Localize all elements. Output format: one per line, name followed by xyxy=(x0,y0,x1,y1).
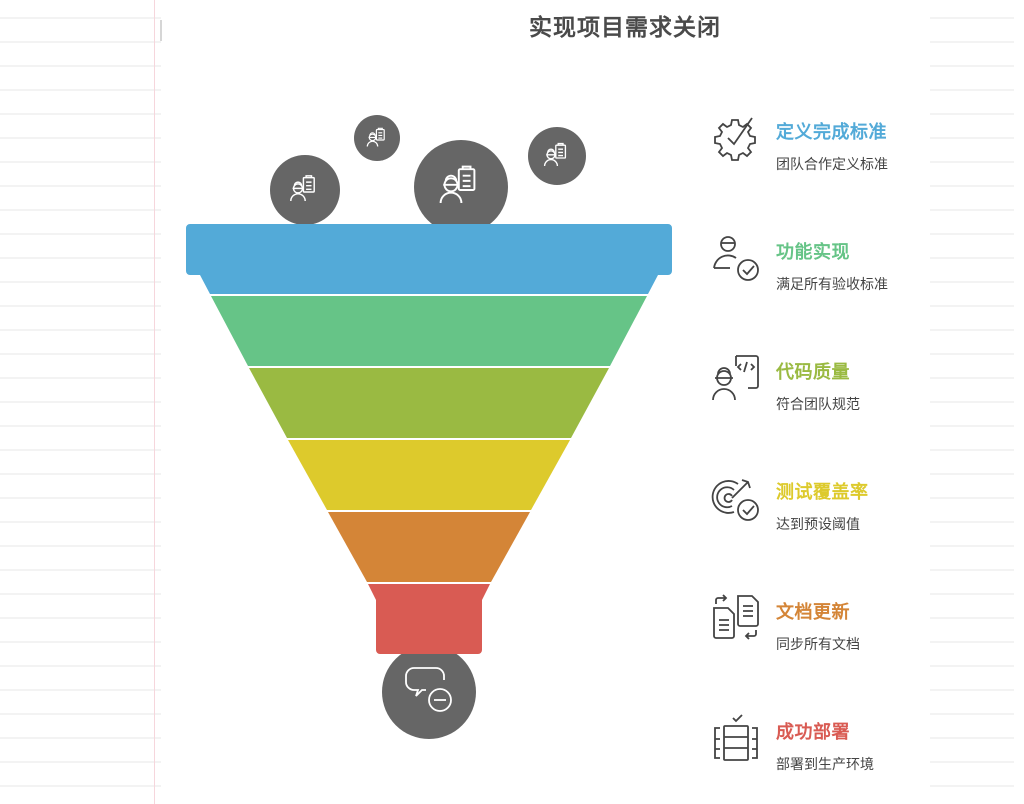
bubble-worker-4 xyxy=(528,127,586,185)
step-label: 功能实现 xyxy=(776,242,850,263)
step-test-coverage: 测试覆盖率 达到预设阈值 xyxy=(710,472,970,552)
diagram-title: 实现项目需求关闭 xyxy=(529,15,721,41)
chat-minus-icon xyxy=(405,667,452,712)
bubble-chat-minus xyxy=(382,645,476,739)
worker-code-icon xyxy=(712,355,759,401)
step-description: 满足所有验收标准 xyxy=(776,277,888,293)
step-description: 符合团队规范 xyxy=(776,397,860,413)
notebook-margin-line xyxy=(154,0,155,804)
funnel-band-3 xyxy=(249,368,609,438)
bubble-worker-1 xyxy=(270,155,340,225)
step-documentation-update: 文档更新 同步所有文档 xyxy=(710,592,970,672)
target-check-icon xyxy=(711,479,759,521)
gear-check-icon xyxy=(714,117,756,161)
funnel-band-1 xyxy=(186,224,672,294)
step-feature-implementation: 功能实现 满足所有验收标准 xyxy=(710,232,970,312)
text-cursor xyxy=(160,20,162,41)
funnel-band-4 xyxy=(288,440,570,510)
bubble-worker-2 xyxy=(354,115,400,161)
notebook-background-left xyxy=(0,0,161,804)
funnel-band-5 xyxy=(328,512,530,582)
server-deploy-icon xyxy=(714,714,758,761)
step-label: 文档更新 xyxy=(776,602,850,623)
step-definition-of-done: 定义完成标准 团队合作定义标准 xyxy=(710,112,970,192)
step-code-quality: 代码质量 符合团队规范 xyxy=(710,352,970,432)
funnel-band-2 xyxy=(211,296,647,366)
step-label: 定义完成标准 xyxy=(776,122,887,143)
funnel-band-6 xyxy=(368,584,490,654)
step-description: 部署到生产环境 xyxy=(776,757,874,773)
user-check-icon xyxy=(713,236,759,281)
step-label: 成功部署 xyxy=(776,722,850,743)
worker-clipboard-icon xyxy=(290,175,315,202)
bubble-worker-3 xyxy=(414,140,508,234)
step-description: 同步所有文档 xyxy=(776,637,860,653)
step-label: 测试覆盖率 xyxy=(776,482,869,503)
documents-sync-icon xyxy=(713,594,759,640)
step-description: 团队合作定义标准 xyxy=(776,157,888,173)
step-successful-deployment: 成功部署 部署到生产环境 xyxy=(710,712,970,792)
step-description: 达到预设阈值 xyxy=(776,517,860,533)
notebook-background-right xyxy=(930,0,1014,804)
step-label: 代码质量 xyxy=(776,362,850,383)
